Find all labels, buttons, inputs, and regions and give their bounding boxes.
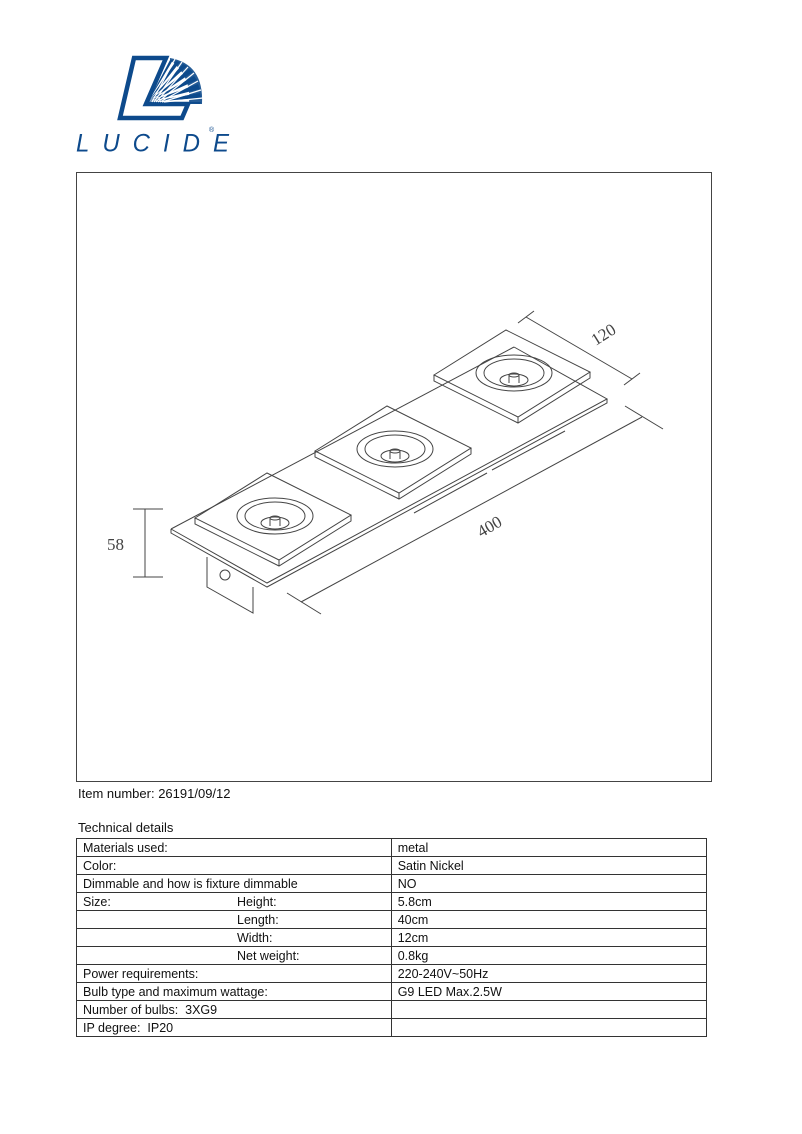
spec-label: Width:: [76, 928, 392, 947]
table-row: Dimmable and how is fixture dimmable NO: [76, 874, 708, 893]
spec-value: [390, 1000, 708, 1019]
spec-value: Satin Nickel: [390, 856, 708, 875]
table-row: Size: Height: 5.8cm: [76, 892, 708, 911]
table-row: Number of bulbs: 3XG9: [76, 1000, 708, 1019]
technical-details-table: Materials used: metal Color: Satin Nicke…: [76, 838, 708, 1037]
size-sub-label: Length:: [237, 912, 279, 927]
dimension-height-label: 58: [107, 535, 124, 554]
spec-value: 40cm: [390, 910, 708, 929]
size-label: Size:: [83, 894, 111, 909]
brand-logo: LUCIDE ®: [76, 52, 243, 162]
spec-value: [390, 1018, 708, 1037]
table-row: Width: 12cm: [76, 928, 708, 947]
table-row: Bulb type and maximum wattage: G9 LED Ma…: [76, 982, 708, 1001]
spec-value: NO: [390, 874, 708, 893]
spec-label: Number of bulbs: 3XG9: [76, 1000, 392, 1019]
size-sub-label: Height:: [237, 894, 277, 909]
item-number: Item number: 26191/09/12: [78, 786, 231, 801]
table-row: Materials used: metal: [76, 838, 708, 857]
size-sub-label: Width:: [237, 930, 273, 945]
spec-label: Size: Height:: [76, 892, 392, 911]
spec-label: Color:: [76, 856, 392, 875]
spec-label: IP degree: IP20: [76, 1018, 392, 1037]
technical-details-title: Technical details: [78, 820, 174, 835]
spec-label: Dimmable and how is fixture dimmable: [76, 874, 392, 893]
fixture-technical-drawing: [133, 310, 664, 615]
lucide-sunburst-logo-icon: [117, 55, 204, 121]
brand-name: LUCIDE: [76, 129, 243, 158]
spec-label: Power requirements:: [76, 964, 392, 983]
spec-value: G9 LED Max.2.5W: [390, 982, 708, 1001]
spec-value: 0.8kg: [390, 946, 708, 965]
product-drawing-frame: 120 400 58: [76, 172, 712, 782]
spec-value: 5.8cm: [390, 892, 708, 911]
table-row: IP degree: IP20: [76, 1018, 708, 1037]
spec-label: Net weight:: [76, 946, 392, 965]
spec-value: 220-240V~50Hz: [390, 964, 708, 983]
spec-label: Materials used:: [76, 838, 392, 857]
spec-value: 12cm: [390, 928, 708, 947]
table-row: Net weight: 0.8kg: [76, 946, 708, 965]
table-row: Color: Satin Nickel: [76, 856, 708, 875]
table-row: Length: 40cm: [76, 910, 708, 929]
spec-label: Length:: [76, 910, 392, 929]
registered-mark: ®: [209, 127, 215, 134]
spec-value: metal: [390, 838, 708, 857]
table-row: Power requirements: 220-240V~50Hz: [76, 964, 708, 983]
size-sub-label: Net weight:: [237, 948, 300, 963]
spec-label: Bulb type and maximum wattage:: [76, 982, 392, 1001]
